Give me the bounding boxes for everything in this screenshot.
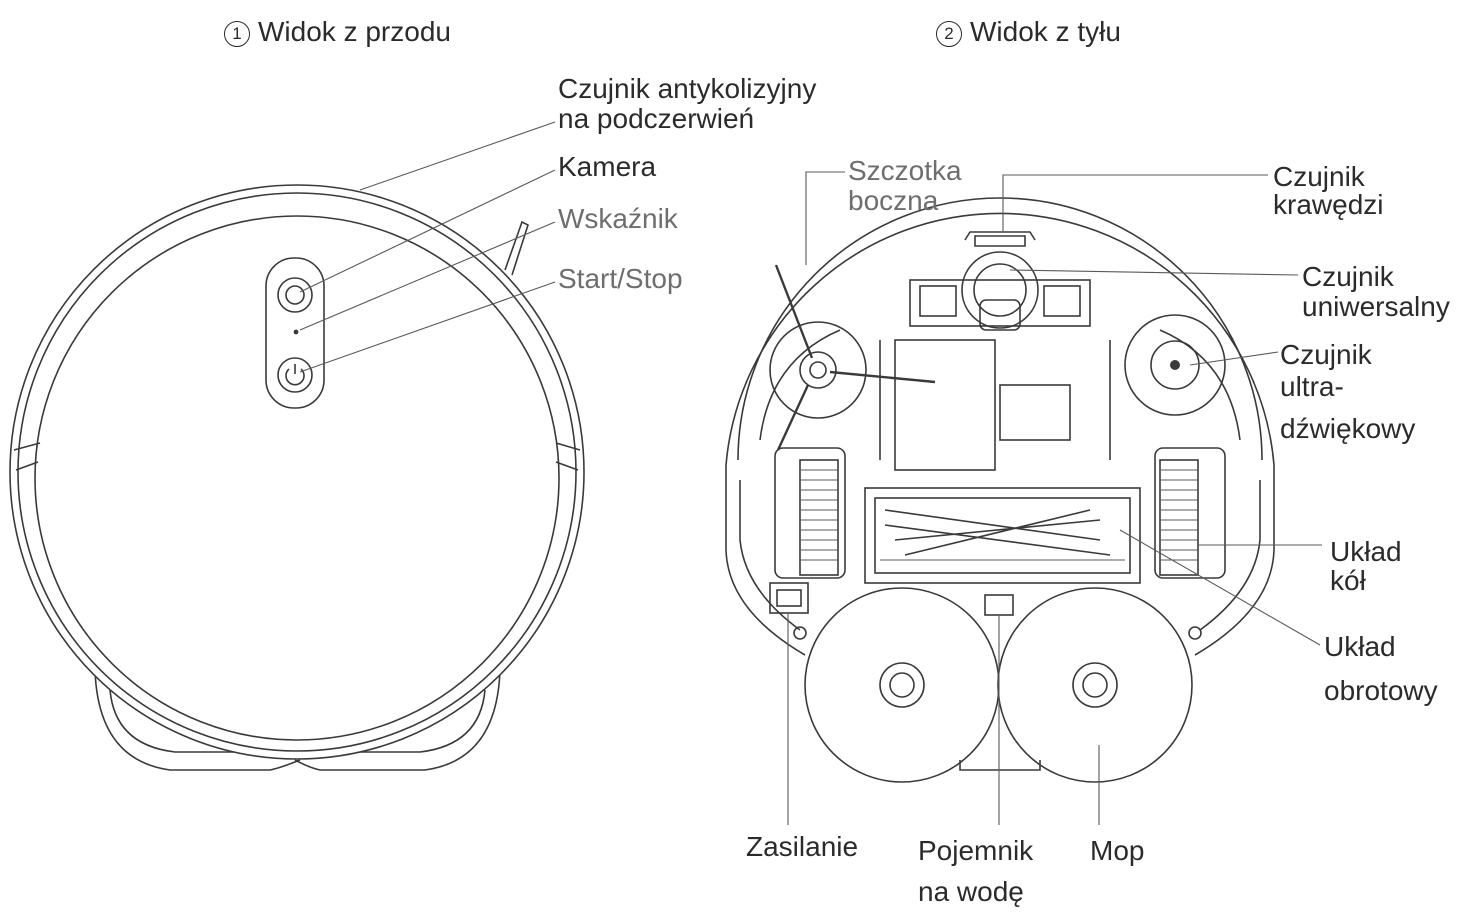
label-tank-line1: Pojemnik xyxy=(918,835,1034,866)
label-indicator: Wskaźnik xyxy=(558,203,678,234)
label-start-stop: Start/Stop xyxy=(558,263,683,294)
label-universal-sensor-line2: uniwersalny xyxy=(1302,291,1450,322)
label-wheels-line2: kół xyxy=(1330,565,1366,596)
label-wheels-line1: Układ xyxy=(1330,536,1402,567)
label-ir-sensor-line1: Czujnik antykolizyjny xyxy=(558,73,817,104)
label-ultrasonic-line2: ultra- xyxy=(1280,371,1344,402)
label-edge-sensor-line1: Czujnik xyxy=(1273,161,1365,192)
label-side-brush-line1: Szczotka xyxy=(848,155,962,186)
front-view-number: 1 xyxy=(224,21,250,47)
label-rotary-line1: Układ xyxy=(1324,631,1396,662)
back-view-title: 2 Widok z tyłu xyxy=(936,16,1121,48)
label-tank-line2: na wodę xyxy=(918,876,1024,907)
front-view-robot xyxy=(9,121,585,771)
front-view-title: 1 Widok z przodu xyxy=(224,16,451,48)
label-power: Zasilanie xyxy=(746,831,859,862)
label-rotary-line2: obrotowy xyxy=(1324,675,1438,706)
label-edge-sensor-line2: krawędzi xyxy=(1273,189,1384,220)
label-ultrasonic-line1: Czujnik xyxy=(1280,339,1372,370)
back-view-title-text: Widok z tyłu xyxy=(970,16,1121,47)
label-side-brush-line2: boczna xyxy=(848,185,939,216)
label-ir-sensor-line2: na podczerwień xyxy=(558,103,755,134)
back-view-robot xyxy=(725,171,1322,825)
back-view-number: 2 xyxy=(936,21,962,47)
label-ultrasonic-line3: dźwiękowy xyxy=(1280,413,1416,444)
front-view-title-text: Widok z przodu xyxy=(258,16,451,47)
label-universal-sensor-line1: Czujnik xyxy=(1302,261,1394,292)
label-camera: Kamera xyxy=(558,151,657,182)
label-mop: Mop xyxy=(1090,835,1145,866)
